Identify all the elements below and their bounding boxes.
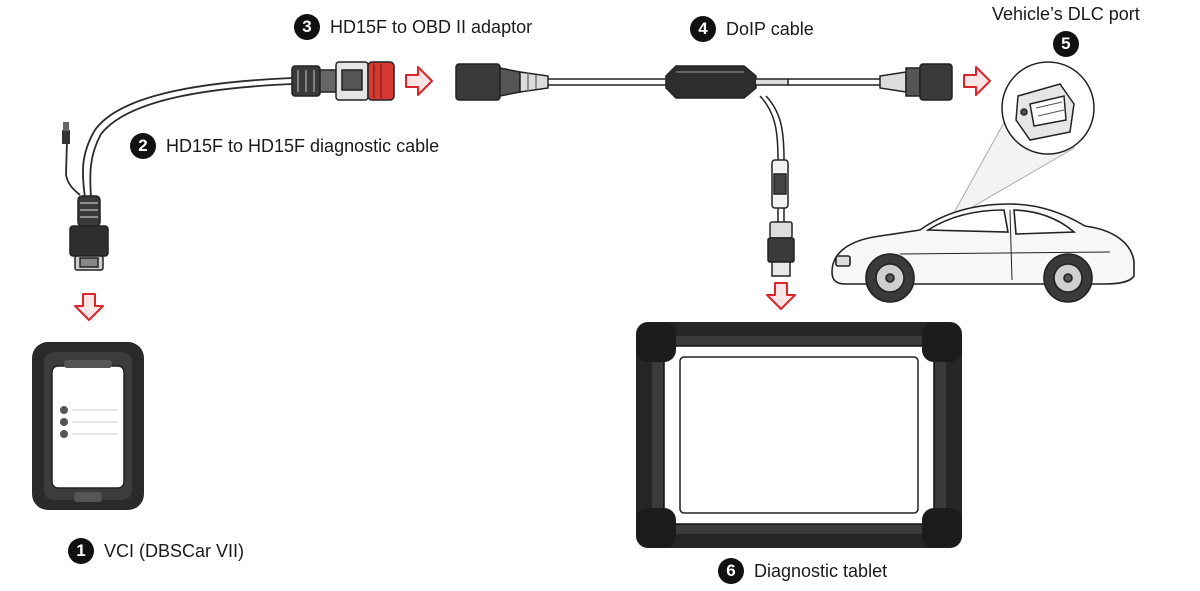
step-number-4: 4 — [690, 16, 716, 42]
label-dlc-port: Vehicle’s DLC port 5 — [992, 4, 1140, 57]
label-text-vci: VCI (DBSCar VII) — [104, 540, 245, 561]
arrow-to-tablet — [766, 282, 796, 310]
step-number-1: 1 — [68, 538, 94, 564]
step-number-5: 5 — [1052, 31, 1079, 57]
vehicle — [831, 203, 1135, 303]
diagnostic-cable — [65, 77, 293, 199]
label-tablet: 6 Diagnostic tablet — [718, 558, 887, 584]
arrow-to-vci — [74, 293, 104, 321]
obd-adaptor — [291, 61, 395, 101]
vci-device — [32, 342, 144, 510]
hd15-connector-lower — [69, 195, 109, 271]
label-diagnostic-cable: 2 HD15F to HD15F diagnostic cable — [130, 133, 439, 159]
label-text-doip-cable: DoIP cable — [726, 18, 814, 39]
label-text-tablet: Diagnostic tablet — [754, 560, 888, 581]
arrow-to-dlc — [963, 66, 991, 96]
step-number-6: 6 — [718, 558, 744, 584]
step-number-3: 3 — [294, 14, 320, 40]
step-number-2: 2 — [130, 133, 156, 159]
cable-plug-tail — [62, 122, 70, 144]
label-vci: 1 VCI (DBSCar VII) — [68, 538, 244, 564]
label-text-dlc-port: Vehicle’s DLC port — [992, 4, 1140, 24]
label-text-obd-adaptor: HD15F to OBD II adaptor — [330, 16, 533, 37]
dlc-port-zoom — [948, 61, 1095, 222]
label-text-diagnostic-cable: HD15F to HD15F diagnostic cable — [166, 135, 440, 156]
diagnostic-tablet — [636, 322, 962, 548]
label-obd-adaptor: 3 HD15F to OBD II adaptor — [294, 14, 532, 40]
doip-cable — [455, 63, 953, 277]
arrow-to-doip — [405, 66, 433, 96]
label-doip-cable: 4 DoIP cable — [690, 16, 814, 42]
